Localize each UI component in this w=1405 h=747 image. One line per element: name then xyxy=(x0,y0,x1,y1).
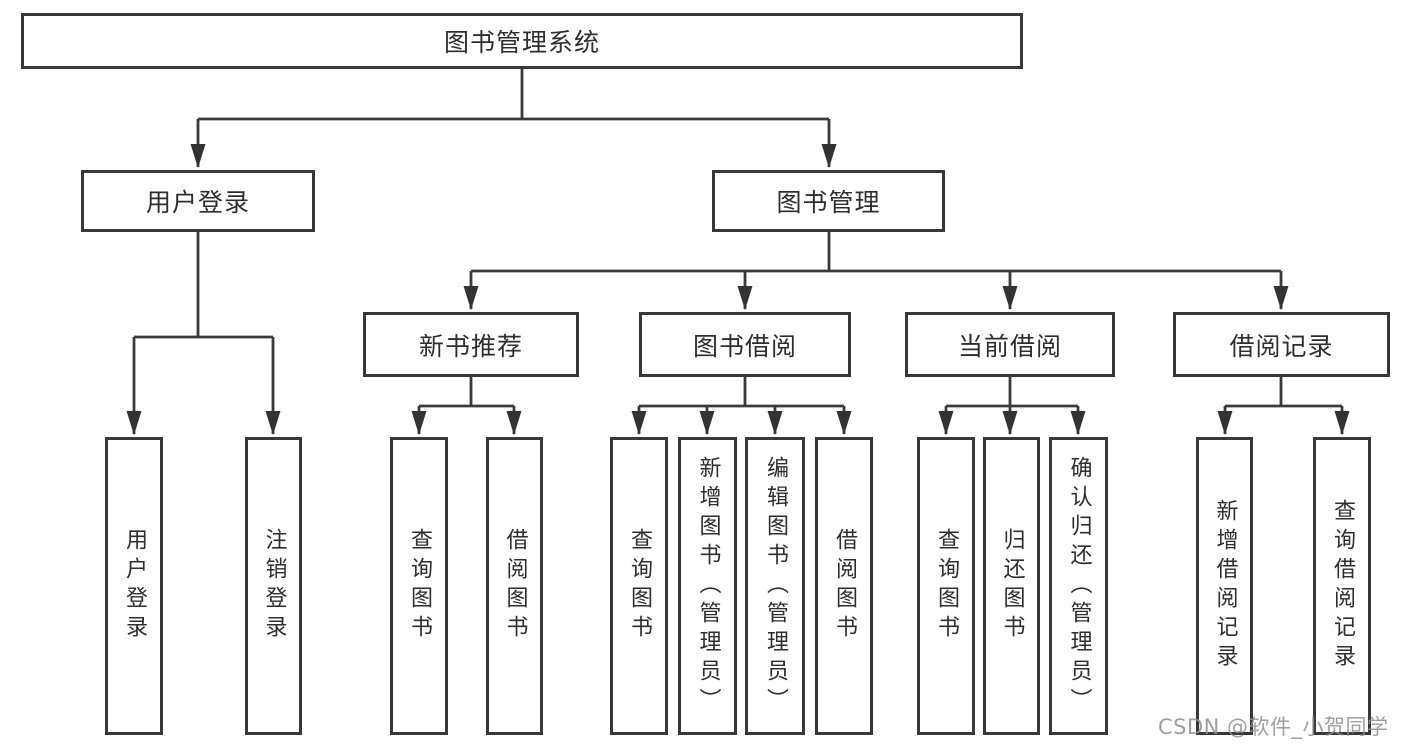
connector-currentborrow-to-leaves xyxy=(938,377,1086,435)
node-label: 编辑图书（管理员） xyxy=(763,455,788,717)
leaf-query-books-current: 查询图书 xyxy=(917,437,975,735)
node-root-system: 图书管理系统 xyxy=(21,13,1023,69)
node-label: 查询图书 xyxy=(627,528,652,644)
connector-bookmgmt-to-level3 xyxy=(463,232,1289,310)
node-user-login: 用户登录 xyxy=(81,170,315,232)
node-label: 借阅记录 xyxy=(1229,331,1334,361)
leaf-query-borrow-record: 查询借阅记录 xyxy=(1313,437,1371,735)
node-label: 当前借阅 xyxy=(957,331,1062,361)
connector-records-to-leaves xyxy=(1217,377,1350,435)
watermark: CSDN @软件_小贺同学 xyxy=(1158,715,1389,739)
node-label: 用户登录 xyxy=(145,188,250,217)
node-label: 查询图书 xyxy=(934,528,959,644)
node-label: 借阅图书 xyxy=(832,528,857,644)
node-book-borrowing: 图书借阅 xyxy=(639,312,851,377)
node-current-borrowing: 当前借阅 xyxy=(905,312,1115,377)
leaf-borrow-books: 借阅图书 xyxy=(815,437,873,735)
connector-root-to-level2 xyxy=(190,69,837,168)
leaf-user-login: 用户登录 xyxy=(105,437,163,735)
node-label: 注销登录 xyxy=(261,528,287,644)
node-label: 新增图书（管理员） xyxy=(695,455,721,717)
node-label: 新增借阅记录 xyxy=(1212,499,1238,673)
node-label: 图书管理 xyxy=(776,188,881,217)
node-label: 确认归还（管理员） xyxy=(1066,455,1092,717)
node-book-management: 图书管理 xyxy=(712,170,945,232)
leaf-edit-books-admin: 编辑图书（管理员） xyxy=(745,437,805,735)
leaf-query-books-borrow: 查询图书 xyxy=(610,437,668,735)
leaf-query-books-recommend: 查询图书 xyxy=(390,437,448,735)
leaf-borrow-books-recommend: 借阅图书 xyxy=(486,437,543,735)
node-label: 查询图书 xyxy=(407,528,432,644)
node-label: 图书借阅 xyxy=(692,331,797,361)
leaf-logout: 注销登录 xyxy=(245,437,302,735)
node-new-book-recommend: 新书推荐 xyxy=(363,312,579,377)
node-borrow-records: 借阅记录 xyxy=(1173,312,1390,377)
node-label: 归还图书 xyxy=(999,528,1025,644)
connector-userlogin-to-leaves xyxy=(126,232,281,435)
connector-bookborrow-to-leaves xyxy=(631,377,852,435)
node-label: 查询借阅记录 xyxy=(1330,499,1355,673)
node-label: 借阅图书 xyxy=(502,528,528,644)
leaf-add-borrow-record: 新增借阅记录 xyxy=(1196,437,1253,735)
connector-newbooks-to-leaves xyxy=(411,377,522,435)
leaf-return-books: 归还图书 xyxy=(983,437,1040,735)
leaf-confirm-return-admin: 确认归还（管理员） xyxy=(1049,437,1108,735)
node-label: 用户登录 xyxy=(122,528,147,644)
leaf-add-books-admin: 新增图书（管理员） xyxy=(678,437,737,735)
node-label: 图书管理系统 xyxy=(443,28,600,57)
node-label: 新书推荐 xyxy=(418,331,523,361)
